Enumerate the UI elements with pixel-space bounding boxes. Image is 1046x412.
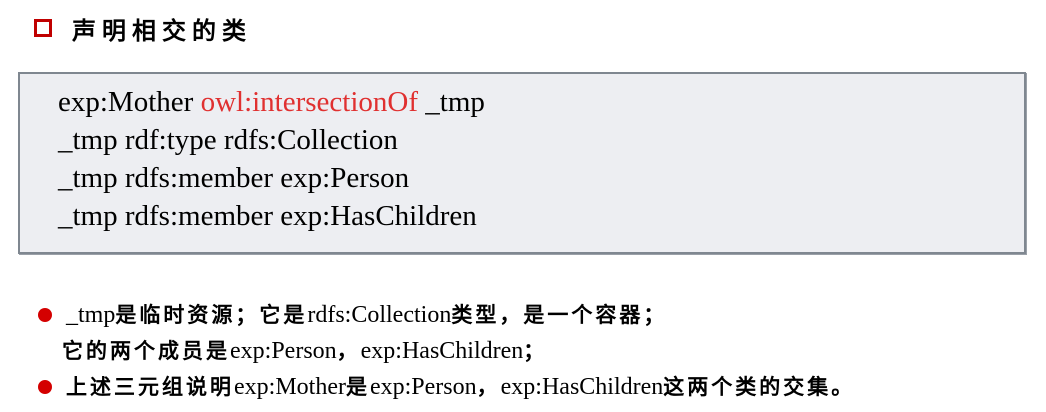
code-line-4: _tmp rdfs:member exp:HasChildren [58, 200, 477, 232]
code-keyword: owl:intersectionOf [200, 86, 419, 118]
bullet-text: exp:HasChildren [500, 374, 664, 400]
code-line-2: _tmp rdf:type rdfs:Collection [58, 124, 398, 156]
bullet-text: exp:Person [230, 338, 337, 364]
bullet-text: ， [336, 338, 361, 363]
bullet-text: 它的两个成员是 [62, 338, 230, 363]
slide-title: 声明相交的类 [72, 15, 252, 45]
bullet-text: 这两个类的交集。 [663, 374, 856, 399]
bullet-text: ， [476, 374, 501, 399]
bullet-text: 类型，是一个容器； [451, 302, 668, 327]
code-line-3: _tmp rdfs:member exp:Person [58, 162, 410, 194]
bullet-text: exp:HasChildren [360, 338, 524, 364]
bullet-text: 上述三元组说明 [66, 374, 234, 399]
code-block: exp:Mother owl:intersectionOf _tmp _tmp … [18, 72, 1026, 254]
code-subject: exp:Mother [58, 86, 201, 118]
bullet-text: ； [523, 338, 548, 363]
code-line-1: exp:Mother owl:intersectionOf _tmp [58, 84, 485, 120]
bullet-text: 是临时资源；它是 [115, 302, 308, 327]
bullet-text: 是 [345, 374, 370, 399]
bullet-text: exp:Mother [234, 374, 346, 400]
bullet-text: rdfs:Collection [307, 302, 452, 328]
code-object: _tmp [418, 86, 485, 118]
slide-heading: 声明相交的类 [34, 8, 252, 48]
bullet-text: exp:Person [369, 374, 477, 400]
bullet-text: _tmp [66, 302, 116, 328]
square-bullet-icon [34, 19, 52, 37]
bullet-dot-icon [38, 308, 52, 322]
bullet-dot-icon [38, 380, 52, 394]
